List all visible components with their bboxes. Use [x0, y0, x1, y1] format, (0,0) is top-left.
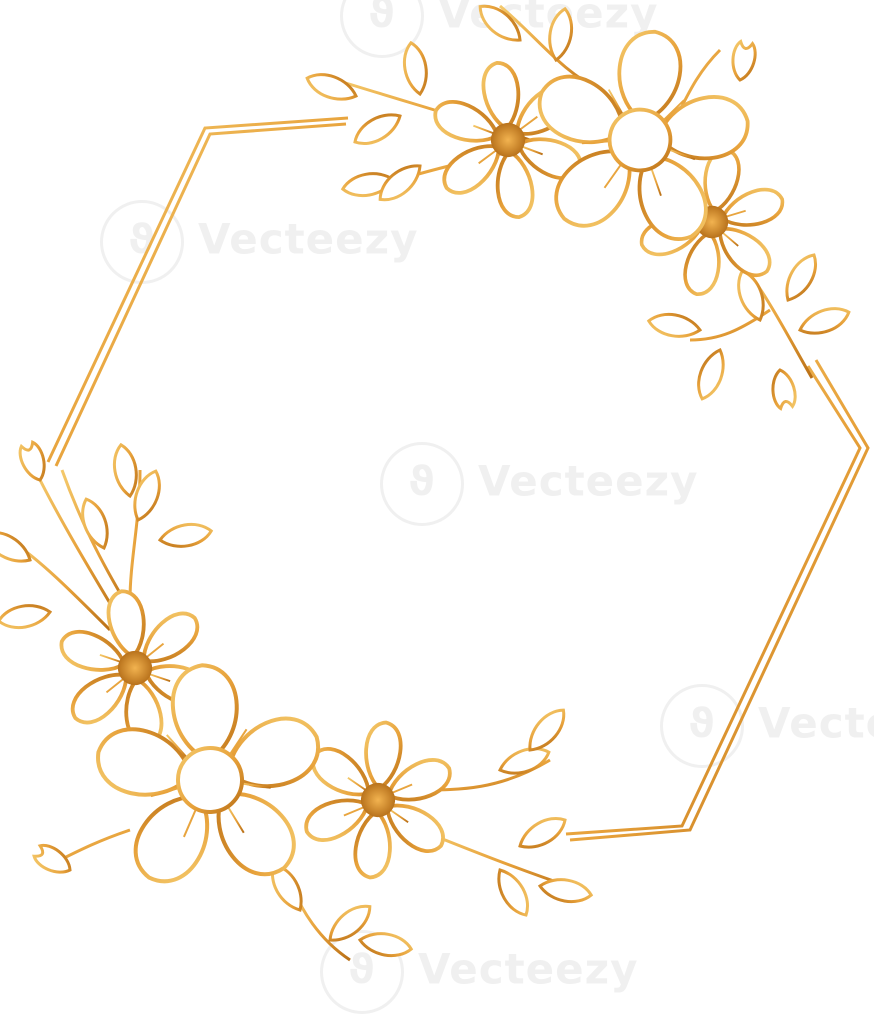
leaf-icon [513, 809, 572, 857]
leaf-icon [348, 105, 407, 153]
hexagon-frame [46, 116, 870, 842]
bud-icon [724, 39, 759, 106]
watermark-lower-right: ϑ Vecteezy [660, 684, 874, 768]
leaf-icon [156, 519, 215, 552]
watermark-text: Vecteezy [438, 0, 659, 38]
leaf-icon [645, 309, 704, 342]
leaf-icon [356, 928, 415, 961]
watermark-text: Vecteezy [758, 698, 874, 748]
watermark-center: ϑ Vecteezy [380, 442, 698, 526]
watermark-text: Vecteezy [478, 456, 699, 506]
watermark-logo-icon: ϑ [660, 684, 744, 768]
leaf-icon [0, 523, 37, 571]
leaf-icon [109, 441, 142, 500]
leaf-icon [777, 248, 825, 307]
leaf-icon [520, 701, 573, 759]
watermark-text: Vecteezy [198, 214, 419, 264]
bud-icon [15, 439, 60, 506]
leaf-icon [302, 66, 362, 108]
leaf-icon [690, 344, 732, 404]
leaf-icon [0, 600, 54, 633]
top-right-bouquet [302, 0, 854, 411]
artwork-svg [0, 0, 870, 962]
bud-icon [764, 344, 799, 411]
leaf-icon [399, 39, 432, 98]
leaf-icon [74, 494, 116, 554]
leaf-icon [536, 874, 595, 907]
watermark-logo-icon: ϑ [380, 442, 464, 526]
leaf-icon [794, 300, 854, 342]
bottom-left-bouquet [0, 439, 595, 962]
